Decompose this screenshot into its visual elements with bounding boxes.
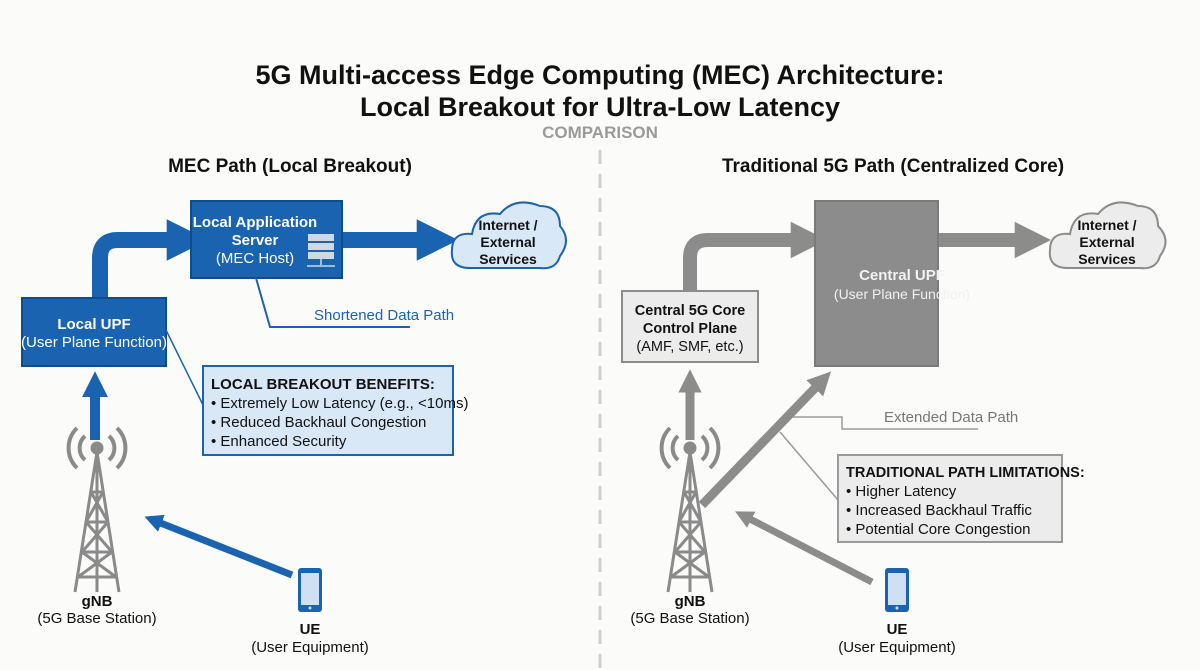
local-upf-label-1: Local UPF [57,316,130,333]
central-core-box[interactable]: Central 5G Core Control Plane (AMF, SMF,… [621,290,759,363]
trad-ue-name: UE [887,621,908,638]
local-app-server-box[interactable]: Local Application Server (MEC Host) [190,200,343,279]
limitations-leader [779,431,839,501]
benefit-item: • Enhanced Security [211,433,347,450]
mec-ue-phone-icon [298,568,322,612]
trad-gnb-tower-icon [659,426,721,594]
benefits-leader [165,329,204,406]
extended-path-label: Extended Data Path [884,409,1018,426]
trad-cloud-line-2: External [1079,234,1134,250]
mec-heading: MEC Path (Local Breakout) [168,156,412,177]
mec-gnb-tower-icon [66,426,128,594]
shortened-path-leader [255,277,410,328]
benefits-box: LOCAL BREAKOUT BENEFITS: • Extremely Low… [202,365,468,456]
trad-arrow-ue-to-gnb [735,511,874,586]
core-label-3: (AMF, SMF, etc.) [636,339,743,355]
mec-cloud-internet[interactable]: Internet / External Services [450,201,567,270]
limitations-title: TRADITIONAL PATH LIMITATIONS: [846,465,1085,481]
limitation-item: • Higher Latency [846,483,957,500]
trad-arrow-core-to-upf [683,221,828,291]
mec-ue-desc: (User Equipment) [251,639,369,656]
mec-arrow-upf-to-server [92,219,209,298]
mec-arrow-ue-to-gnb [144,514,294,579]
benefits-title: LOCAL BREAKOUT BENEFITS: [211,376,435,393]
title-line-2: Local Breakout for Ultra-Low Latency [360,92,840,122]
trad-cloud-line-3: Services [1078,251,1136,267]
comparison-label: COMPARISON [542,123,658,142]
benefit-item: • Extremely Low Latency (e.g., <10ms) [211,395,468,412]
mec-cloud-line-3: Services [479,251,537,267]
server-label-3: (MEC Host) [216,250,294,267]
central-upf-label-2: (User Plane Function) [834,286,970,302]
trad-arrow-gnb-to-upf [698,371,832,509]
local-upf-label-2: (User Plane Function) [21,334,167,351]
traditional-heading: Traditional 5G Path (Centralized Core) [722,156,1064,177]
limitations-box: TRADITIONAL PATH LIMITATIONS: • Higher L… [837,454,1085,543]
mec-gnb-name: gNB [82,593,113,610]
title-line-1: 5G Multi-access Edge Computing (MEC) Arc… [255,60,944,90]
shortened-path-label: Shortened Data Path [314,307,454,324]
trad-cloud-internet[interactable]: Internet / External Services [1048,201,1167,270]
server-icon [307,234,335,267]
extended-path-leader [793,416,978,430]
central-upf-label-1: Central UPF [859,267,945,284]
server-label-1: Local Application [193,214,317,231]
core-label-1: Central 5G Core [635,303,745,319]
trad-ue-phone-icon [885,568,909,612]
mec-ue-name: UE [300,621,321,638]
central-upf-box[interactable]: Central UPF (User Plane Function) [814,200,970,367]
local-upf-box[interactable]: Local UPF (User Plane Function) [21,297,167,367]
mec-cloud-line-2: External [480,234,535,250]
mec-gnb-desc: (5G Base Station) [37,610,156,627]
mec-cloud-line-1: Internet / [478,217,537,233]
trad-ue-desc: (User Equipment) [838,639,956,656]
limitation-item: • Potential Core Congestion [846,521,1031,538]
core-label-2: Control Plane [643,321,737,337]
trad-cloud-line-1: Internet / [1077,217,1136,233]
trad-gnb-name: gNB [675,593,706,610]
benefit-item: • Reduced Backhaul Congestion [211,414,426,431]
limitation-item: • Increased Backhaul Traffic [846,502,1032,519]
server-label-2: Server [232,232,279,249]
trad-gnb-desc: (5G Base Station) [630,610,749,627]
